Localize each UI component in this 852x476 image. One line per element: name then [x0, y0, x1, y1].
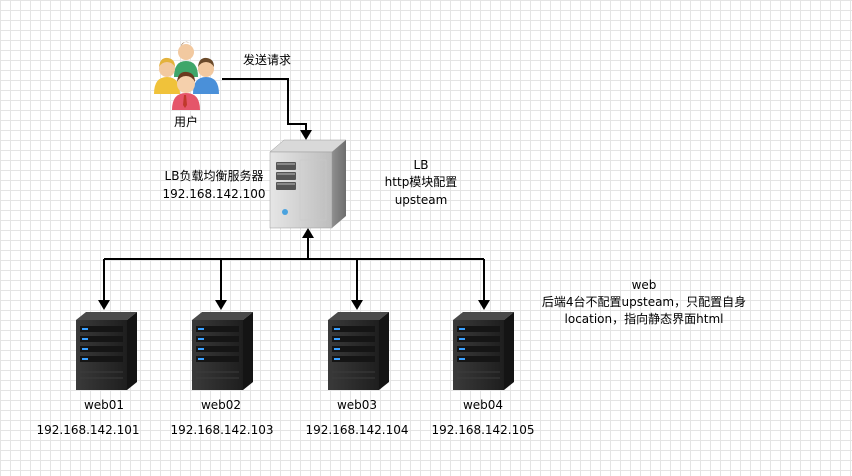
lb-note-line2: http模块配置: [384, 175, 458, 189]
send-request-label: 发送请求: [243, 53, 292, 67]
web01-name: web01: [83, 398, 125, 412]
web03-name: web03: [336, 398, 378, 412]
tower-server-icon: [269, 139, 347, 229]
web-note-line1: web: [631, 278, 657, 292]
web03-arrowhead: [351, 300, 363, 310]
lb-up-arrowhead: [302, 228, 314, 238]
rack-server-icon-web04: [453, 312, 514, 390]
lb-ip-label: 192.168.142.100: [162, 187, 266, 201]
lb-note-line1: LB: [413, 158, 429, 172]
web02-name: web02: [200, 398, 242, 412]
web04-arrowhead: [478, 300, 490, 310]
users-label: 用户: [174, 115, 199, 129]
rack-server-icon-web01: [76, 312, 137, 390]
rack-server-icon-web02: [192, 312, 253, 390]
web04-name: web04: [462, 398, 504, 412]
web-note-line3: location，指向静态界面html: [564, 312, 724, 326]
request-arrowhead: [300, 130, 312, 140]
web02-ip: 192.168.142.103: [170, 423, 274, 437]
lb-note-line3: upsteam: [394, 193, 448, 207]
web01-ip: 192.168.142.101: [36, 423, 140, 437]
users-group-icon: [154, 41, 219, 110]
rack-server-icon-web03: [328, 312, 389, 390]
web01-arrowhead: [98, 300, 110, 310]
lb-distribution-connectors: [103, 236, 485, 302]
lb-name-label: LB负载均衡服务器: [164, 169, 264, 183]
web03-ip: 192.168.142.104: [305, 423, 409, 437]
web02-arrowhead: [215, 300, 227, 310]
request-connector: [222, 78, 307, 132]
web04-ip: 192.168.142.105: [431, 423, 535, 437]
web-note-line2: 后端4台不配置upsteam，只配置自身: [541, 295, 747, 309]
